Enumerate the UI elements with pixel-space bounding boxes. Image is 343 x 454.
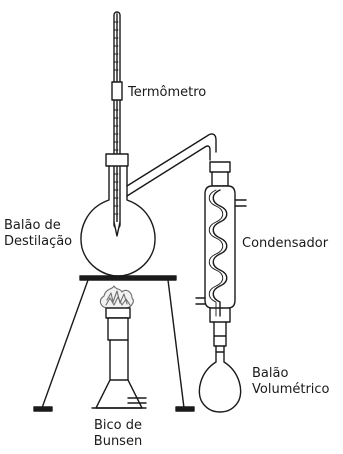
flask-label-line-1: Balão de xyxy=(4,218,61,233)
thermometer-label: Termômetro xyxy=(128,85,207,100)
burner-label-line-1: Bico de xyxy=(93,418,142,433)
receiver-label-line-1: Balão xyxy=(252,366,289,381)
condenser-label: Condensador xyxy=(242,236,329,251)
thermometer xyxy=(111,11,123,237)
flask-label: Balão de Destilação xyxy=(4,218,72,250)
condenser-coil xyxy=(212,189,228,317)
receiver-label-line-2: Volumétrico xyxy=(252,382,330,397)
burner-label: Bico de Bunsen xyxy=(86,418,150,450)
volumetric-flask xyxy=(198,335,242,413)
flame xyxy=(99,285,134,309)
ring-stand xyxy=(33,275,195,412)
thermometer-ticks xyxy=(113,21,119,215)
flask-label-line-2: Destilação xyxy=(4,234,73,249)
receiver-label: Balão Volumétrico xyxy=(252,366,330,398)
burner-label-line-2: Bunsen xyxy=(93,434,143,449)
bunsen-burner xyxy=(91,307,147,409)
distillation-flask xyxy=(80,133,217,277)
condenser xyxy=(195,161,247,337)
